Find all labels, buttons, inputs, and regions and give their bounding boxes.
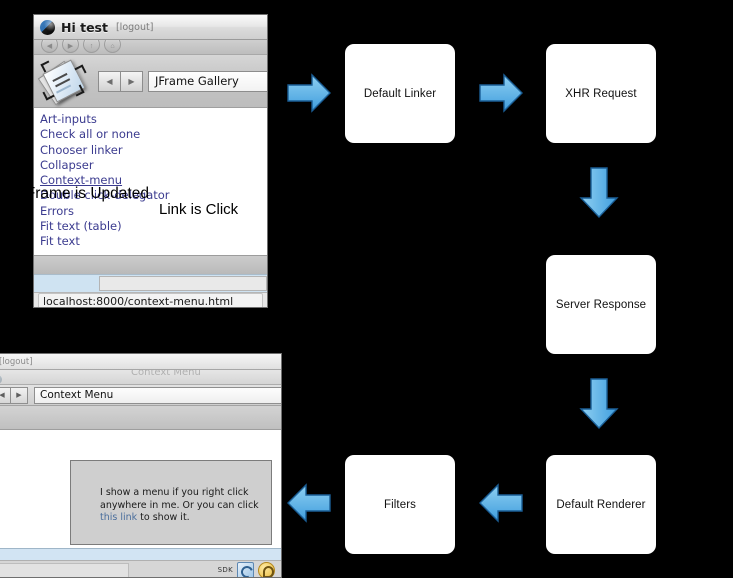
arrow-right-icon [478,72,524,114]
toolbar-strip [0,406,281,430]
flow-node-server-response[interactable]: Server Response [546,255,656,354]
status-left-slot [0,563,129,578]
toolbar-button-forward[interactable]: ▶ [62,40,79,53]
back-arrow-icon: ◀ [0,391,5,399]
navigation-row: ◀ ▶ Context Menu [0,385,281,406]
arrow-down-icon [577,166,621,220]
flow-node-label: Default Linker [364,88,436,100]
toolbar-button-home[interactable]: ⌂ [104,40,121,53]
gallery-link-art-inputs[interactable]: Art-inputs [40,112,267,127]
browser-window-context-menu[interactable]: [logout] Context Menu ◀ ▶ Context Menu I… [0,353,282,578]
arrow-down-icon [577,377,621,431]
forward-arrow-icon: ▶ [16,391,21,399]
demo-line-1: I show a menu if you right click [100,487,271,500]
demo-line-3-tail: to show it. [137,512,190,523]
context-menu-demo-panel[interactable]: I show a menu if you right click anywher… [70,460,272,545]
page-title: Hi test [61,20,108,35]
progress-slot [99,276,267,291]
toolbar-button-glyph: ⌂ [105,43,120,50]
arrow-left-icon [478,482,524,524]
forward-button[interactable]: ▶ [121,71,143,92]
back-button[interactable]: ◀ [98,71,121,92]
jframe-updated-overlay-text: JFrame is Updated [18,185,149,203]
logout-link[interactable]: [logout] [0,357,33,367]
gallery-link-collapser[interactable]: Collapser [40,158,267,173]
forward-button[interactable]: ▶ [11,387,28,404]
sdk-label: SDK [218,566,233,574]
app-ball-icon [40,20,55,35]
logout-link[interactable]: [logout] [116,22,153,33]
demo-line-2: anywhere in me. Or you can click [100,500,271,513]
back-button[interactable]: ◀ [0,387,11,404]
demo-line-3: this link to show it. [100,512,271,525]
page-content: I show a menu if you right click anywher… [0,430,281,548]
forward-arrow-icon: ▶ [128,77,134,86]
app-ball-icon [0,375,2,384]
toolbar-button-back[interactable]: ◀ [41,40,58,53]
flow-node-filters[interactable]: Filters [345,455,455,554]
faded-title-strip: Context Menu [0,370,281,385]
lower-toolstrip [34,255,267,274]
gallery-document-icon [40,60,86,102]
gallery-link-chooser-linker[interactable]: Chooser linker [40,143,267,158]
toolbar-button-glyph: ▶ [63,43,78,50]
nav-button-group: ◀ ▶ [98,71,143,92]
gallery-link-fit-text[interactable]: Fit text [40,234,267,249]
toolbar-button-glyph: ↑ [84,43,99,50]
navigation-row: ◀ ▶ JFrame Gallery [34,55,267,108]
flow-node-default-renderer[interactable]: Default Renderer [546,455,656,554]
back-arrow-icon: ◀ [106,77,112,86]
status-url: localhost:8000/context-menu.html [38,293,263,308]
flow-node-label: Filters [384,499,416,511]
toolbar-button-glyph: ◀ [42,43,57,50]
gallery-link-fit-text-table[interactable]: Fit text (table) [40,219,267,234]
toolbar-circle-buttons: ◀ ▶ ↑ ⌂ [34,40,267,55]
arrow-left-icon [286,482,332,524]
gallery-link-check-all[interactable]: Check all or none [40,127,267,142]
faded-window-title: Context Menu [131,370,201,378]
gallery-link-list: Art-inputs Check all or none Chooser lin… [34,108,267,255]
flow-node-label: Default Renderer [556,499,645,511]
address-bar[interactable]: Context Menu [34,387,281,404]
this-link[interactable]: this link [100,512,137,523]
window-titlebar: Hi test [logout] [34,15,267,40]
link-click-overlay-text: Link is Click [159,201,238,218]
flow-node-xhr-request[interactable]: XHR Request [546,44,656,143]
address-bar[interactable]: JFrame Gallery [148,71,267,92]
arrow-right-icon [286,72,332,114]
window-titlebar: [logout] [0,354,281,370]
status-bar: SDK [0,560,281,578]
flow-node-label: XHR Request [565,88,636,100]
toolbar-button-up[interactable]: ↑ [83,40,100,53]
progress-strip [0,548,281,560]
flow-node-label: Server Response [556,299,646,311]
progress-strip [34,274,267,292]
status-bar: localhost:8000/context-menu.html [34,292,267,308]
flow-node-default-linker[interactable]: Default Linker [345,44,455,143]
browser-window-gallery[interactable]: Hi test [logout] ◀ ▶ ↑ ⌂ ◀ ▶ JFrame Gall… [33,14,268,308]
